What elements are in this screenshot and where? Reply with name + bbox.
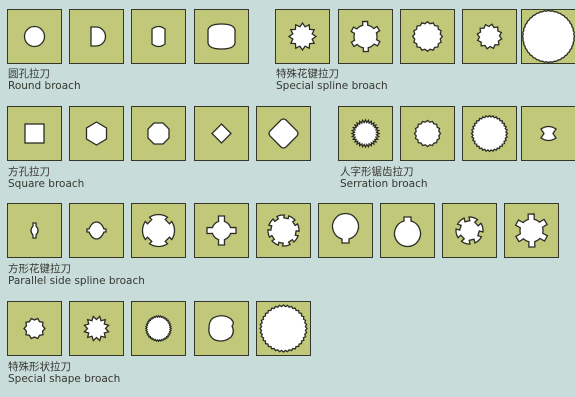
serration-tile-2	[400, 106, 455, 161]
special-spline-cn: 特殊花键拉刀	[276, 68, 339, 80]
serration-tile-4	[521, 106, 575, 161]
square-broach-tile-1	[7, 106, 62, 161]
special-shape-tile-2	[69, 301, 124, 356]
large-serration-icon	[470, 114, 509, 153]
special-shape-caption: 特殊形状拉刀 Special shape broach	[8, 361, 120, 385]
parallel-spline-caption: 方形花键拉刀 Parallel side spline broach	[8, 263, 145, 287]
round-broach-tile-4	[194, 9, 249, 64]
single-key-icon	[331, 212, 360, 244]
large-four-key-icon	[141, 213, 176, 248]
serration-tile-1	[338, 106, 393, 161]
spline-star-icon	[287, 21, 318, 52]
round-broach-caption: 圆孔拉刀 Round broach	[8, 68, 81, 92]
round-broach-tile-3	[131, 9, 186, 64]
parallel-spline-tile-5	[256, 203, 311, 258]
hexagon-hole-icon	[85, 121, 108, 146]
six-key-icon	[455, 216, 484, 245]
special-shape-cn: 特殊形状拉刀	[8, 361, 71, 373]
diamond-hole-icon	[211, 123, 232, 144]
parallel-spline-tile-7	[380, 203, 435, 258]
irregular-round-icon	[259, 304, 308, 353]
four-key-icon	[206, 215, 237, 246]
round-broach-tile-2	[69, 9, 124, 64]
serration-cn: 人字形锯齿拉刀	[340, 166, 414, 178]
square-broach-tile-2	[69, 106, 124, 161]
blob-icon	[208, 315, 234, 342]
round-broach-en: Round broach	[8, 80, 81, 92]
square-broach-en: Square broach	[8, 178, 85, 190]
wavy-spline-icon	[411, 20, 444, 53]
square-broach-caption: 方孔拉刀 Square broach	[8, 166, 84, 190]
special-shape-tile-5	[256, 301, 311, 356]
parallel-spline-tile-4	[194, 203, 249, 258]
special-shape-tile-1	[7, 301, 62, 356]
fine-spline-icon	[476, 23, 503, 50]
special-shape-tile-3	[131, 301, 186, 356]
parallel-spline-tile-2	[69, 203, 124, 258]
d-hole-icon	[90, 26, 107, 47]
square-broach-cn: 方孔拉刀	[8, 166, 50, 178]
round-broach-cn: 圆孔拉刀	[8, 68, 50, 80]
lobed-spline-icon	[514, 213, 549, 248]
notched-spline-icon	[350, 20, 381, 53]
eight-key-icon	[267, 214, 300, 247]
parallel-spline-tile-3	[131, 203, 186, 258]
star-spline-icon	[83, 315, 110, 342]
square-hole-icon	[24, 123, 45, 144]
parallel-spline-en: Parallel side spline broach	[8, 275, 145, 287]
oval-serration-icon	[540, 125, 557, 142]
parallel-spline-tile-1	[7, 203, 62, 258]
circle-hole-icon	[23, 25, 46, 48]
special-spline-tile-3	[400, 9, 455, 64]
square-broach-tile-3	[131, 106, 186, 161]
large-round-spline-icon	[522, 10, 575, 63]
serration-en: Serration broach	[340, 178, 428, 190]
two-key-icon	[86, 221, 107, 240]
octagon-hole-icon	[147, 122, 170, 145]
double-d-hole-icon	[151, 25, 166, 48]
special-shape-en: Special shape broach	[8, 373, 121, 385]
round-broach-tile-1	[7, 9, 62, 64]
special-shape-tile-4	[194, 301, 249, 356]
single-key-icon	[393, 216, 422, 248]
serration-caption: 人字形锯齿拉刀 Serration broach	[340, 166, 428, 190]
parallel-spline-tile-9	[504, 203, 559, 258]
rounded-diamond-hole-icon	[268, 118, 299, 149]
special-spline-tile-1	[275, 9, 330, 64]
special-spline-tile-5	[521, 9, 575, 64]
special-spline-caption: 特殊花键拉刀 Special spline broach	[276, 68, 388, 92]
serration-tile-3	[462, 106, 517, 161]
parallel-spline-tile-8	[442, 203, 497, 258]
serration-gear-icon	[350, 118, 381, 149]
keyhole-small-icon	[30, 222, 39, 239]
parallel-spline-tile-6	[318, 203, 373, 258]
fine-serration-icon	[144, 314, 173, 343]
special-spline-tile-2	[338, 9, 393, 64]
special-spline-en: Special spline broach	[276, 80, 388, 92]
serration-gear-icon	[413, 119, 442, 148]
square-broach-tile-5	[256, 106, 311, 161]
parallel-spline-cn: 方形花键拉刀	[8, 263, 71, 275]
special-spline-tile-4	[462, 9, 517, 64]
square-broach-tile-4	[194, 106, 249, 161]
small-spline-icon	[23, 317, 46, 340]
flat-round-hole-icon	[207, 23, 236, 50]
